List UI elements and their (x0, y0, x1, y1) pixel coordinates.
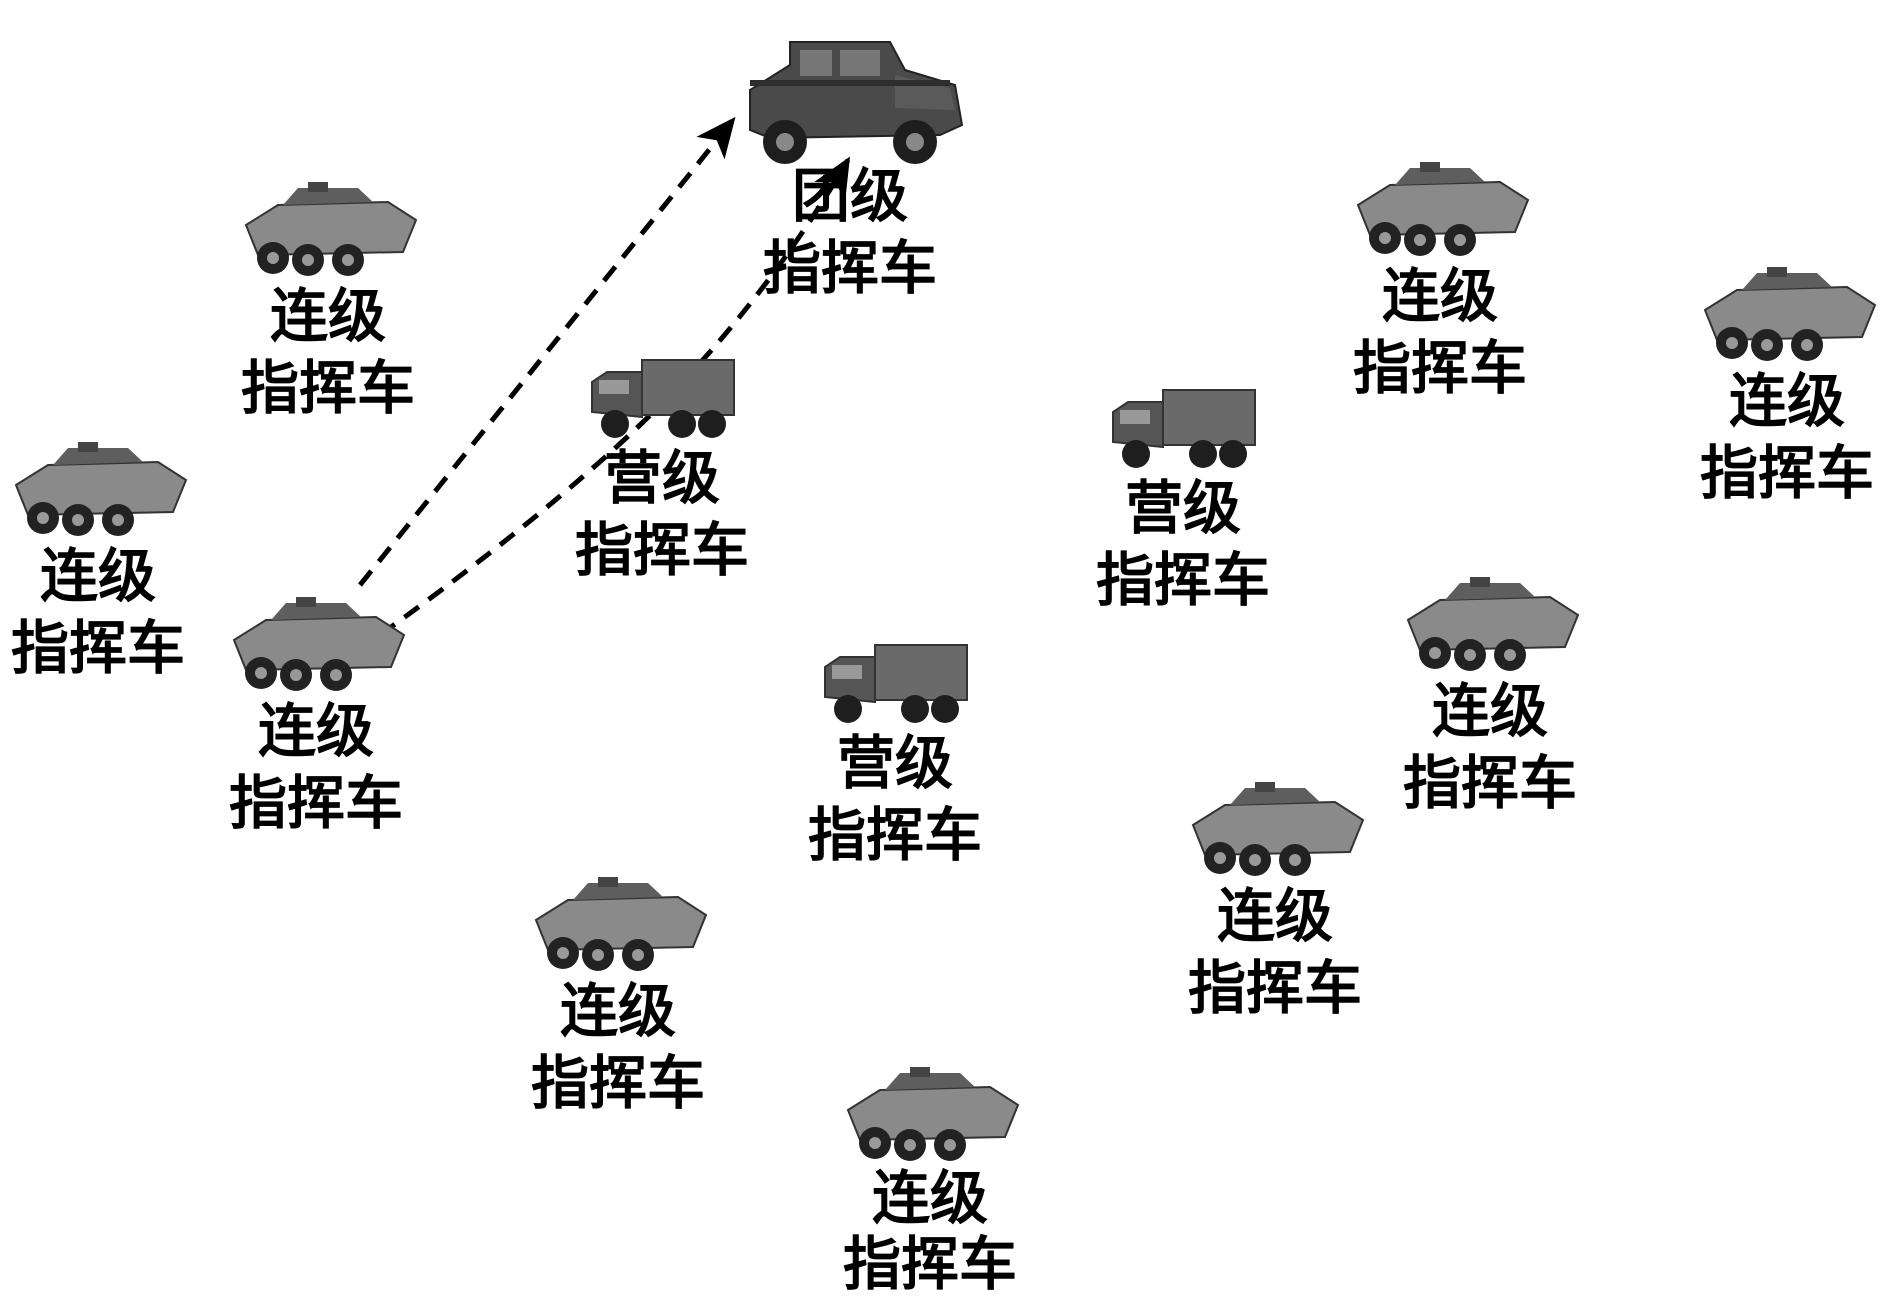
company-6-label-line2: 指挥车 (1402, 749, 1577, 817)
company-command-vehicle-3: 连级 指挥车 (216, 595, 416, 839)
arrow-company-to-regiment (358, 116, 736, 587)
regiment-command-vehicle: 团级 指挥车 (720, 30, 980, 304)
company-command-vehicle-6: 连级 指挥车 (1390, 575, 1590, 819)
arrow-company-via-battalion-to-regiment (378, 156, 851, 638)
company-8-label-line1: 连级 (559, 977, 676, 1045)
battalion-1-label-line2: 指挥车 (574, 516, 749, 584)
company-3-label-line2: 指挥车 (228, 769, 403, 837)
armored-vehicle-icon (1191, 782, 1365, 876)
battalion-command-vehicle-3: 营级 指挥车 (795, 637, 995, 871)
company-command-vehicle-9: 连级 指挥车 (830, 1065, 1030, 1297)
company-5-label-line2: 指挥车 (1699, 439, 1874, 507)
company-command-vehicle-5: 连级 指挥车 (1687, 265, 1887, 509)
company-9-label-line2: 指挥车 (842, 1230, 1017, 1298)
company-command-vehicle-2: 连级 指挥车 (0, 440, 198, 684)
company-4-label-line1: 连级 (1381, 262, 1498, 330)
armored-vehicle-icon (846, 1067, 1020, 1161)
armored-vehicle-icon (534, 877, 708, 971)
truck-icon (1112, 389, 1256, 468)
company-7-label-line1: 连级 (1216, 882, 1333, 950)
company-command-vehicle-1: 连级 指挥车 (228, 180, 428, 424)
battalion-1-label-line1: 营级 (603, 444, 720, 512)
armored-vehicle-icon (1406, 577, 1580, 671)
battalion-3-label-line2: 指挥车 (807, 801, 982, 869)
humvee-icon (749, 41, 964, 164)
armored-vehicle-icon (1356, 162, 1530, 256)
battalion-2-label-line2: 指挥车 (1095, 546, 1270, 614)
company-1-label-line2: 指挥车 (240, 354, 415, 422)
battalion-2-label-line1: 营级 (1124, 474, 1241, 542)
company-1-label-line1: 连级 (269, 282, 386, 350)
company-command-vehicle-7: 连级 指挥车 (1175, 780, 1375, 1024)
company-9-label-line1: 连级 (871, 1164, 988, 1232)
company-4-label-line2: 指挥车 (1352, 334, 1527, 402)
company-5-label-line1: 连级 (1728, 367, 1845, 435)
battalion-3-label-line1: 营级 (836, 729, 953, 797)
company-2-label-line1: 连级 (39, 542, 156, 610)
company-8-label-line2: 指挥车 (530, 1049, 705, 1117)
armored-vehicle-icon (244, 182, 418, 276)
armored-vehicle-icon (232, 597, 406, 691)
armored-vehicle-icon (1703, 267, 1877, 361)
company-6-label-line1: 连级 (1431, 677, 1548, 745)
truck-icon (591, 359, 735, 438)
battalion-command-vehicle-2: 营级 指挥车 (1083, 382, 1283, 616)
regiment-label-line2: 指挥车 (762, 234, 937, 302)
armored-vehicle-icon (14, 442, 188, 536)
truck-icon (824, 644, 968, 723)
company-command-vehicle-4: 连级 指挥车 (1340, 160, 1540, 404)
company-command-vehicle-8: 连级 指挥车 (518, 875, 718, 1119)
battalion-command-vehicle-1: 营级 指挥车 (562, 352, 762, 586)
company-7-label-line2: 指挥车 (1187, 954, 1362, 1022)
company-3-label-line1: 连级 (257, 697, 374, 765)
company-2-label-line2: 指挥车 (10, 614, 185, 682)
regiment-label-line1: 团级 (791, 162, 908, 230)
